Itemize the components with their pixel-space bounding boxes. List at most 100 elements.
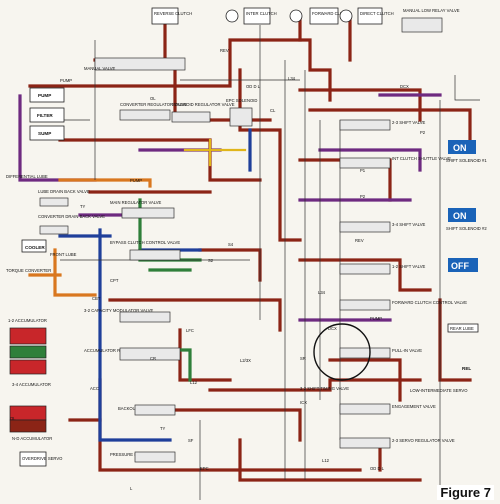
line-pressure-circuits <box>28 18 472 482</box>
manual-low-relay-valve <box>401 17 443 33</box>
top-components: REVERSE CLUTCH INTER CLUTCH FORWARD CLUT… <box>151 7 460 33</box>
lube-drain-back-valve <box>39 197 69 207</box>
circuit-l2x: L2/3X <box>240 358 251 363</box>
center-valves: CONVERTER REGULATOR VALVE SOLENOID REGUL… <box>84 98 257 463</box>
shift-valve-34 <box>339 221 391 233</box>
circuit-ty-2: TY <box>160 426 166 431</box>
manual-valve-body <box>94 57 186 71</box>
circuit-cbt: CBT <box>92 296 101 301</box>
filter-label: FILTER <box>37 113 53 118</box>
epc-solenoid <box>229 107 253 127</box>
low-int-servo-label: LOW-INTERMEDIATE SERVO <box>410 388 468 393</box>
forward-clutch-label: FORWARD CLUTCH <box>312 11 352 16</box>
accumulator-12 <box>9 327 47 345</box>
fwd-control-label: FORWARD CLUTCH CONTROL VALVE <box>392 300 467 305</box>
engagement-valve <box>339 403 391 415</box>
pump-label: PUMP <box>38 93 51 98</box>
lube-drain-back-label: LUBE DRAIN BACK VALVE <box>38 189 90 194</box>
reverse-clutch-box <box>151 7 179 25</box>
circuit-p1: P1 <box>360 168 366 173</box>
pump-group: PUMP FILTER SUMP <box>29 87 65 141</box>
pressure-failsafe-valve <box>134 451 176 463</box>
conv-drain-back-label: CONVERTER DRAIN BACK VALVE <box>38 214 105 219</box>
acc-12-label: 1-2 ACCUMULATOR <box>8 318 47 323</box>
circuit-pump-3: PUMP <box>370 316 382 321</box>
rear-lube-marker: REAR LUBE <box>447 323 479 333</box>
circuit-pump-2: PUMP <box>130 178 142 183</box>
engagement-label: ENGAGEMENT VALVE <box>392 404 436 409</box>
solenoid-2-state-badge <box>448 208 476 222</box>
shift-valve-12 <box>339 263 391 275</box>
pump-box <box>29 87 65 103</box>
circuit-icx: ICX <box>300 400 307 405</box>
backout-valve <box>134 404 176 416</box>
front-lube-label: FRONT LUBE <box>50 252 77 257</box>
shift-12-label: 1-2 SHIFT VALVE <box>392 264 425 269</box>
exhaust-lines <box>30 25 480 500</box>
circuit-l12-2: L12 <box>322 458 330 463</box>
circuit-labels: REV PUMP OL CL L34 DCX DCX ICX EPC CR OD… <box>10 48 426 491</box>
circuit-sf: SF <box>188 438 194 443</box>
cooler-box <box>21 239 47 253</box>
circuit-sr: SR <box>300 356 306 361</box>
torque-converter-label: TORQUE CONVERTER <box>6 268 51 273</box>
circuit-od: OD D L <box>246 84 261 89</box>
circuit-cpt: CPT <box>110 278 119 283</box>
accumulator-nd-lower <box>9 419 47 433</box>
inter-clutch-label: INTER CLUTCH <box>246 11 277 16</box>
overdrive-servo-label: OVERDRIVE SERVO <box>22 456 63 461</box>
shift-34-label: 3-4 SHIFT VALVE <box>392 222 425 227</box>
solenoid-3-state: OFF <box>451 261 469 271</box>
circuit-ty: TY <box>80 204 86 209</box>
pressure-gauge-icon <box>339 9 353 23</box>
bypass-clutch-label: BYPASS CLUTCH CONTROL VALVE <box>110 240 180 245</box>
circuit-l34: L34 <box>288 76 296 81</box>
inter-clutch-box <box>243 7 271 25</box>
circuit-dcx: DCX <box>400 84 409 89</box>
direct-clutch-label: DIRECT CLUTCH <box>360 11 394 16</box>
shift-valve-23 <box>339 119 391 131</box>
acc-nd-label: N-D ACCUMULATOR <box>12 436 52 441</box>
conv-drain-back-valve <box>39 225 69 235</box>
circuit-lfc: LFC <box>186 328 194 333</box>
direct-clutch-box <box>357 7 383 25</box>
servo-23-label: 2-3 SERVO REGULATOR VALVE <box>392 438 455 443</box>
shuttle-label: INT CLUTCH SHUTTLE VALVE <box>392 156 451 161</box>
circuit-cl: CL <box>270 108 276 113</box>
circuit-l12: L12 <box>190 380 198 385</box>
epc-solenoid-label: EPC SOLENOID <box>226 98 257 103</box>
right-shift-valves: 2-3 SHIFT VALVE INT CLUTCH SHUTTLE VALVE… <box>300 119 471 449</box>
sol-reg-label: SOLENOID REGULATOR VALVE <box>172 102 235 107</box>
converter-circuits <box>58 128 252 442</box>
circuit-l: L <box>130 486 133 491</box>
lube-circuits <box>28 178 152 297</box>
bypass-clutch-control-valve <box>129 249 181 261</box>
cooler-label: COOLER <box>25 245 45 250</box>
solenoid-1-state: ON <box>453 143 467 153</box>
circuit-pump: PUMP <box>60 78 72 83</box>
capacity-modulator-valve <box>119 311 171 323</box>
servo-23-valve <box>339 437 391 449</box>
solenoid-2-state: ON <box>453 211 467 221</box>
rear-lube-label: REAR LUBE <box>450 326 474 331</box>
diff-lube-label: DIFFERENTIAL LUBE <box>6 174 48 179</box>
shuttle-valve <box>339 157 391 169</box>
solenoid-3-state-badge <box>448 258 478 272</box>
conv-reg-label: CONVERTER REGULATOR VALVE <box>120 102 187 107</box>
sump-label: SUMP <box>38 131 51 136</box>
shift-23-label: 2-3 SHIFT VALVE <box>392 120 425 125</box>
main-regulator-valve <box>121 207 175 219</box>
solenoid-badges: ON SHIFT SOLENOID #1 ON SHIFT SOLENOID #… <box>446 140 487 272</box>
sump-box <box>29 125 65 141</box>
solenoid-regulator-valve <box>171 111 211 123</box>
highlight-circle <box>313 323 371 381</box>
circuit-acc: ACC <box>90 386 99 391</box>
acc-34-label: 3-4 ACCUMULATOR <box>12 382 51 387</box>
accumulator-12-piston <box>9 345 47 359</box>
pull-in-label: PULL-IN VALVE <box>392 348 422 353</box>
filter-box <box>29 107 65 123</box>
circuit-rev: REV <box>220 48 229 53</box>
circuit-ol-2: OL <box>10 416 16 421</box>
